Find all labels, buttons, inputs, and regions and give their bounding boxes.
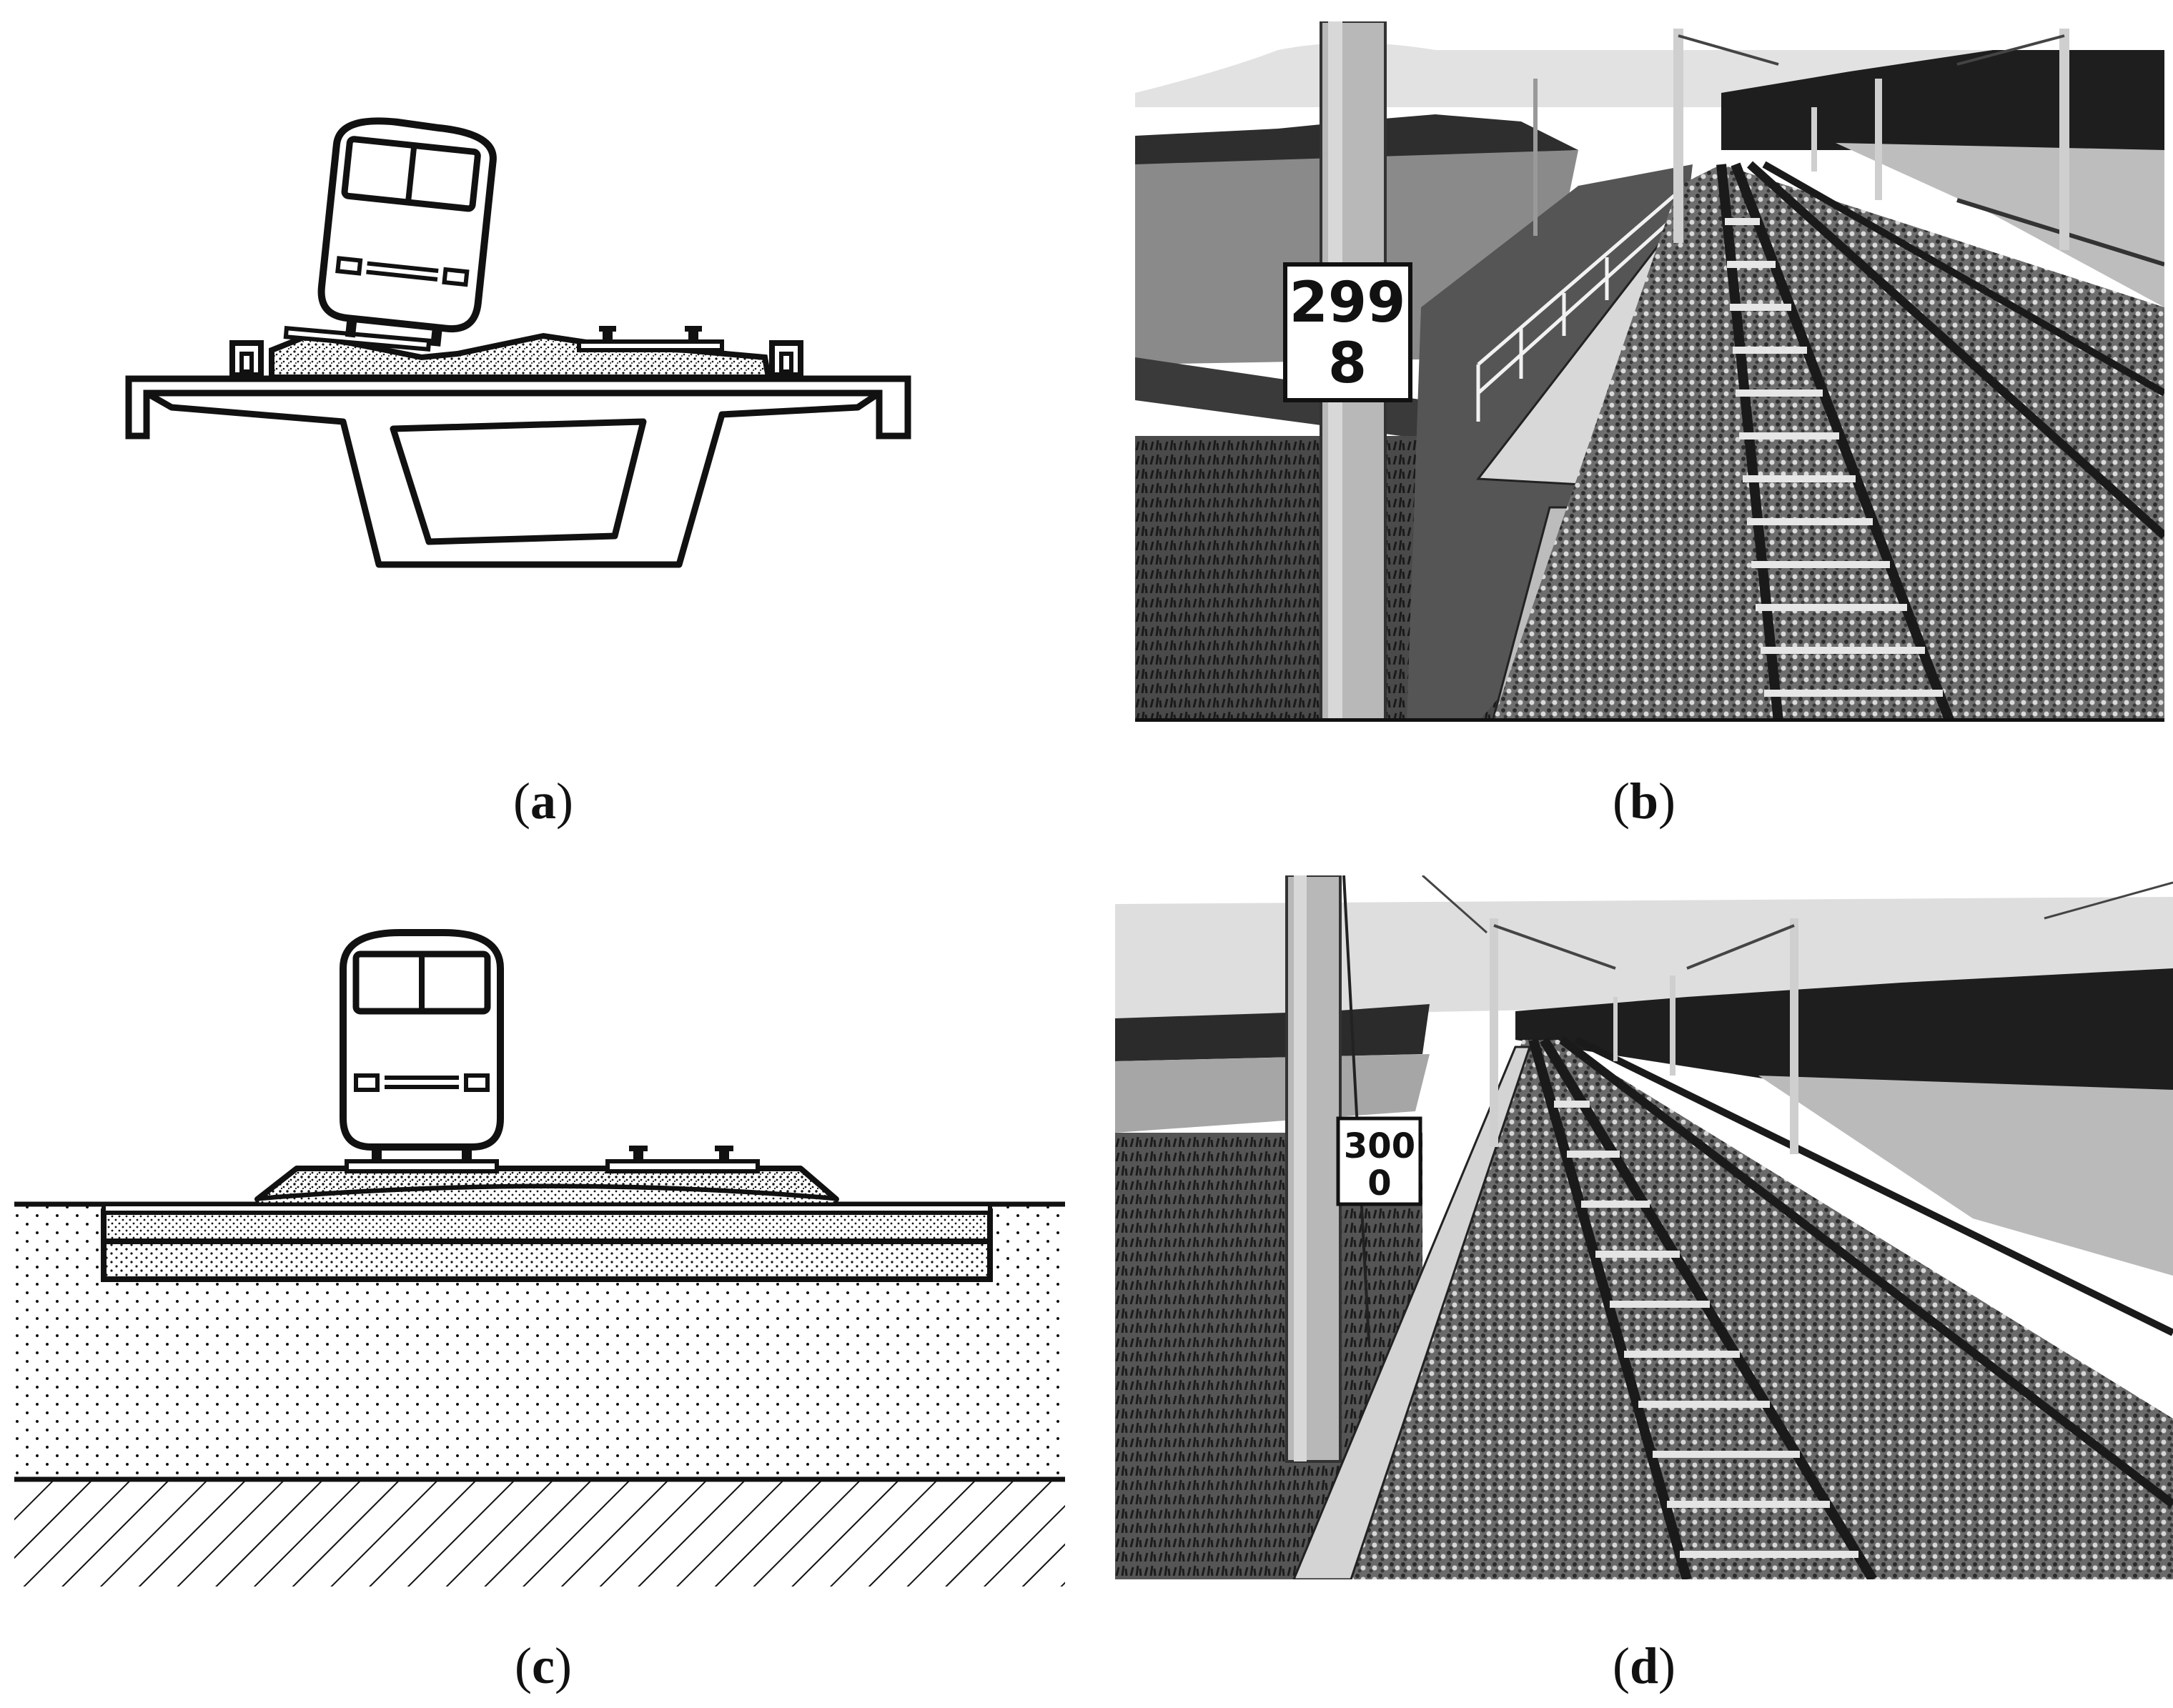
panel-b-photo: 299 8 — [1135, 21, 2164, 722]
bridge-section-drawing — [125, 117, 911, 568]
rail-right-c-2 — [715, 1146, 733, 1161]
field-right-d — [1758, 1076, 2173, 1276]
km-sign-d-line1: 300 — [1344, 1126, 1415, 1166]
forest-right-b — [1721, 50, 2164, 150]
cable-trough-left — [229, 340, 264, 378]
catenary-masts-b — [1533, 29, 2069, 250]
photo-d: 300 0 — [1115, 875, 2173, 1579]
caption-b: (b) — [1612, 773, 1675, 830]
caption-c: (c) — [515, 1637, 572, 1694]
train-upright — [340, 929, 504, 1163]
forest-right-d — [1515, 968, 2173, 1111]
field-left-d — [1115, 1054, 1430, 1133]
photo-b: 299 8 — [1135, 21, 2164, 722]
km-sign-d-line2: 0 — [1367, 1163, 1391, 1203]
caption-a: (a) — [513, 773, 573, 830]
girder-cell — [390, 418, 647, 545]
sleeper-right — [577, 339, 724, 352]
railing-b — [1476, 184, 1687, 422]
sleeper-tilted — [283, 326, 432, 352]
panel-c-embankment-section — [14, 904, 1072, 1590]
km-sign-b-line2: 8 — [1328, 332, 1367, 396]
tracks-b — [1716, 161, 2164, 722]
protective-layer — [101, 1208, 993, 1244]
catenary-masts-d — [1422, 875, 2173, 1154]
field-right-b — [1836, 143, 2164, 307]
panel-d-photo: 300 0 — [1115, 875, 2173, 1579]
km-sign-d: 300 0 — [1336, 1116, 1422, 1206]
ballast-d — [1351, 1040, 2173, 1579]
frost-protection-layer — [101, 1237, 993, 1282]
cable-trough-right — [769, 340, 803, 378]
km-sign-b-line1: 299 — [1290, 271, 1406, 335]
train-tilted — [317, 117, 497, 347]
rail-right-c-1 — [629, 1146, 648, 1161]
sleeper-right-c — [605, 1159, 760, 1173]
tracks-d — [1528, 1036, 2173, 1579]
ballast-b — [1493, 164, 2164, 722]
embankment-section-drawing — [14, 929, 1065, 1587]
bedrock-layer — [14, 1479, 1065, 1587]
caption-d: (d) — [1612, 1637, 1675, 1694]
panel-a-bridge-section — [114, 107, 929, 593]
km-sign-b: 299 8 — [1283, 262, 1412, 402]
rail-right-2 — [685, 326, 702, 342]
sleeper-left-c — [345, 1159, 499, 1173]
rail-right-1 — [599, 326, 616, 342]
